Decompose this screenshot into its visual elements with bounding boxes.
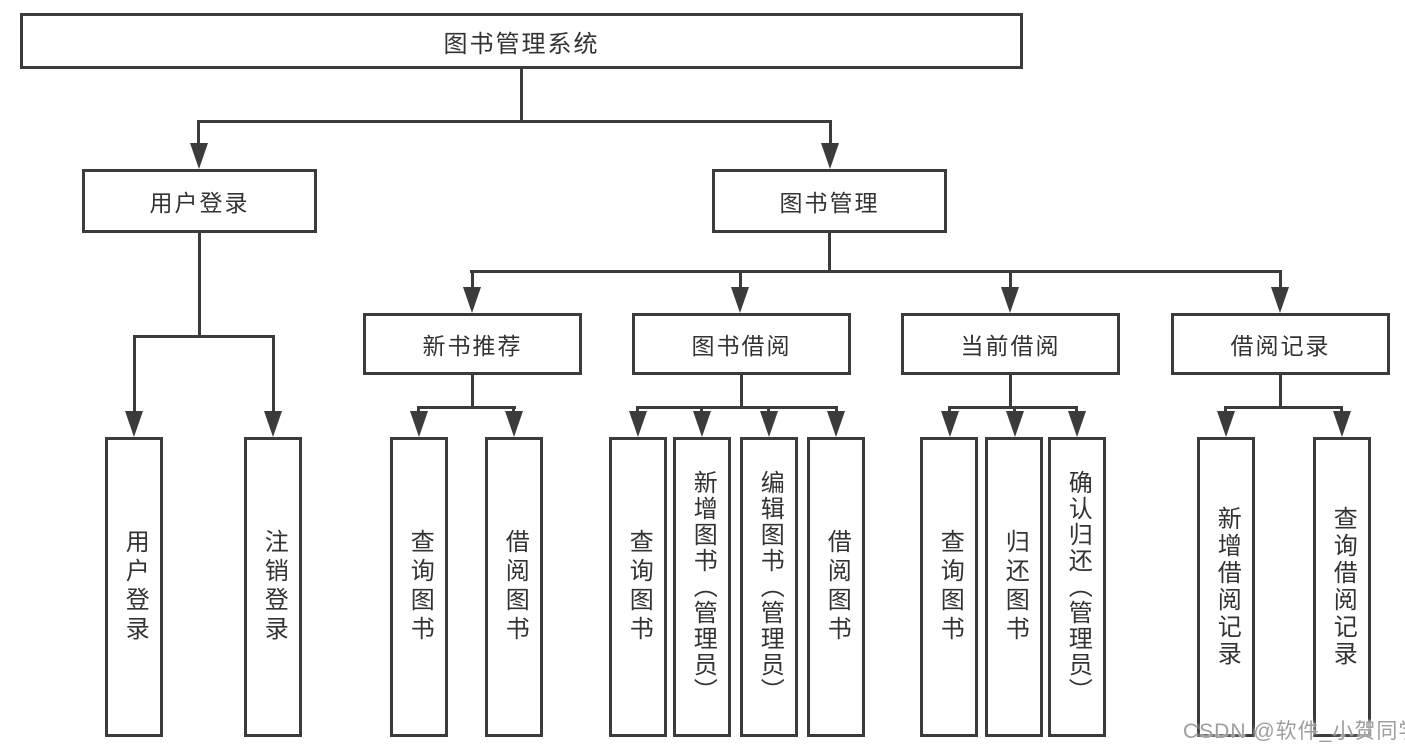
leaf-borrow-books-2: 借阅图书	[807, 437, 865, 737]
arrowhead-icon	[410, 411, 428, 437]
connector-line	[470, 270, 1282, 273]
arrowhead-icon	[1001, 287, 1019, 313]
connector-line	[739, 270, 742, 292]
arrowhead-icon	[1217, 411, 1235, 437]
leaf-add-books-admin: 新增图书（管理员）	[673, 437, 731, 737]
node-book-borrowing: 图书借阅	[632, 313, 851, 375]
connector-line	[1075, 406, 1078, 415]
connector-line	[520, 69, 523, 122]
connector-line	[471, 375, 474, 408]
connector-line	[1224, 406, 1227, 415]
node-root: 图书管理系统	[20, 13, 1023, 69]
arrowhead-icon	[827, 411, 845, 437]
connector-line	[835, 406, 838, 415]
arrowhead-icon	[1271, 287, 1289, 313]
connector-line	[198, 233, 201, 337]
connector-line	[1009, 375, 1012, 408]
arrowhead-icon	[463, 287, 481, 313]
node-user-login: 用户登录	[82, 169, 317, 233]
leaf-query-books-2: 查询图书	[609, 437, 667, 737]
connector-line	[948, 406, 951, 415]
connector-line	[700, 406, 703, 415]
leaf-borrow-books-1: 借阅图书	[485, 437, 543, 737]
connector-line	[636, 406, 838, 409]
connector-line	[1009, 270, 1012, 292]
node-current-borrowing: 当前借阅	[901, 313, 1120, 375]
arrowhead-icon	[693, 411, 711, 437]
connector-line	[197, 120, 832, 123]
leaf-edit-books-admin: 编辑图书（管理员）	[740, 437, 798, 737]
node-new-book-recommend: 新书推荐	[363, 313, 582, 375]
connector-line	[1013, 406, 1016, 415]
connector-line	[829, 120, 832, 148]
arrowhead-icon	[505, 411, 523, 437]
arrowhead-icon	[821, 143, 839, 169]
arrowhead-icon	[190, 143, 208, 169]
node-book-management: 图书管理	[712, 169, 947, 233]
leaf-query-books-1: 查询图书	[390, 437, 448, 737]
connector-line	[636, 406, 639, 415]
connector-line	[417, 406, 516, 409]
leaf-user-login: 用户登录	[105, 437, 163, 737]
arrowhead-icon	[125, 411, 143, 437]
connector-line	[512, 406, 515, 415]
leaf-confirm-return-admin: 确认归还（管理员）	[1048, 437, 1106, 737]
connector-line	[1279, 375, 1282, 408]
csdn-watermark: CSDN @软件_小贺同学	[1183, 720, 1405, 743]
connector-line	[767, 406, 770, 415]
connector-line	[133, 335, 136, 415]
arrowhead-icon	[760, 411, 778, 437]
arrowhead-icon	[1068, 411, 1086, 437]
leaf-add-borrow-record: 新增借阅记录	[1197, 437, 1255, 737]
arrowhead-icon	[731, 287, 749, 313]
connector-line	[1224, 406, 1343, 409]
arrowhead-icon	[1333, 411, 1351, 437]
node-borrowing-records: 借阅记录	[1171, 313, 1390, 375]
leaf-logout: 注销登录	[244, 437, 302, 737]
connector-line	[197, 120, 200, 148]
leaf-return-books: 归还图书	[985, 437, 1043, 737]
arrowhead-icon	[629, 411, 647, 437]
arrowhead-icon	[1006, 411, 1024, 437]
connector-line	[471, 270, 474, 292]
connector-line	[417, 406, 420, 415]
connector-line	[133, 335, 275, 338]
connector-line	[828, 233, 831, 272]
leaf-query-books-3: 查询图书	[920, 437, 978, 737]
arrowhead-icon	[941, 411, 959, 437]
connector-line	[740, 375, 743, 408]
leaf-query-borrow-record: 查询借阅记录	[1313, 437, 1371, 737]
arrowhead-icon	[264, 411, 282, 437]
connector-line	[1279, 270, 1282, 292]
connector-line	[272, 335, 275, 415]
connector-line	[1340, 406, 1343, 415]
